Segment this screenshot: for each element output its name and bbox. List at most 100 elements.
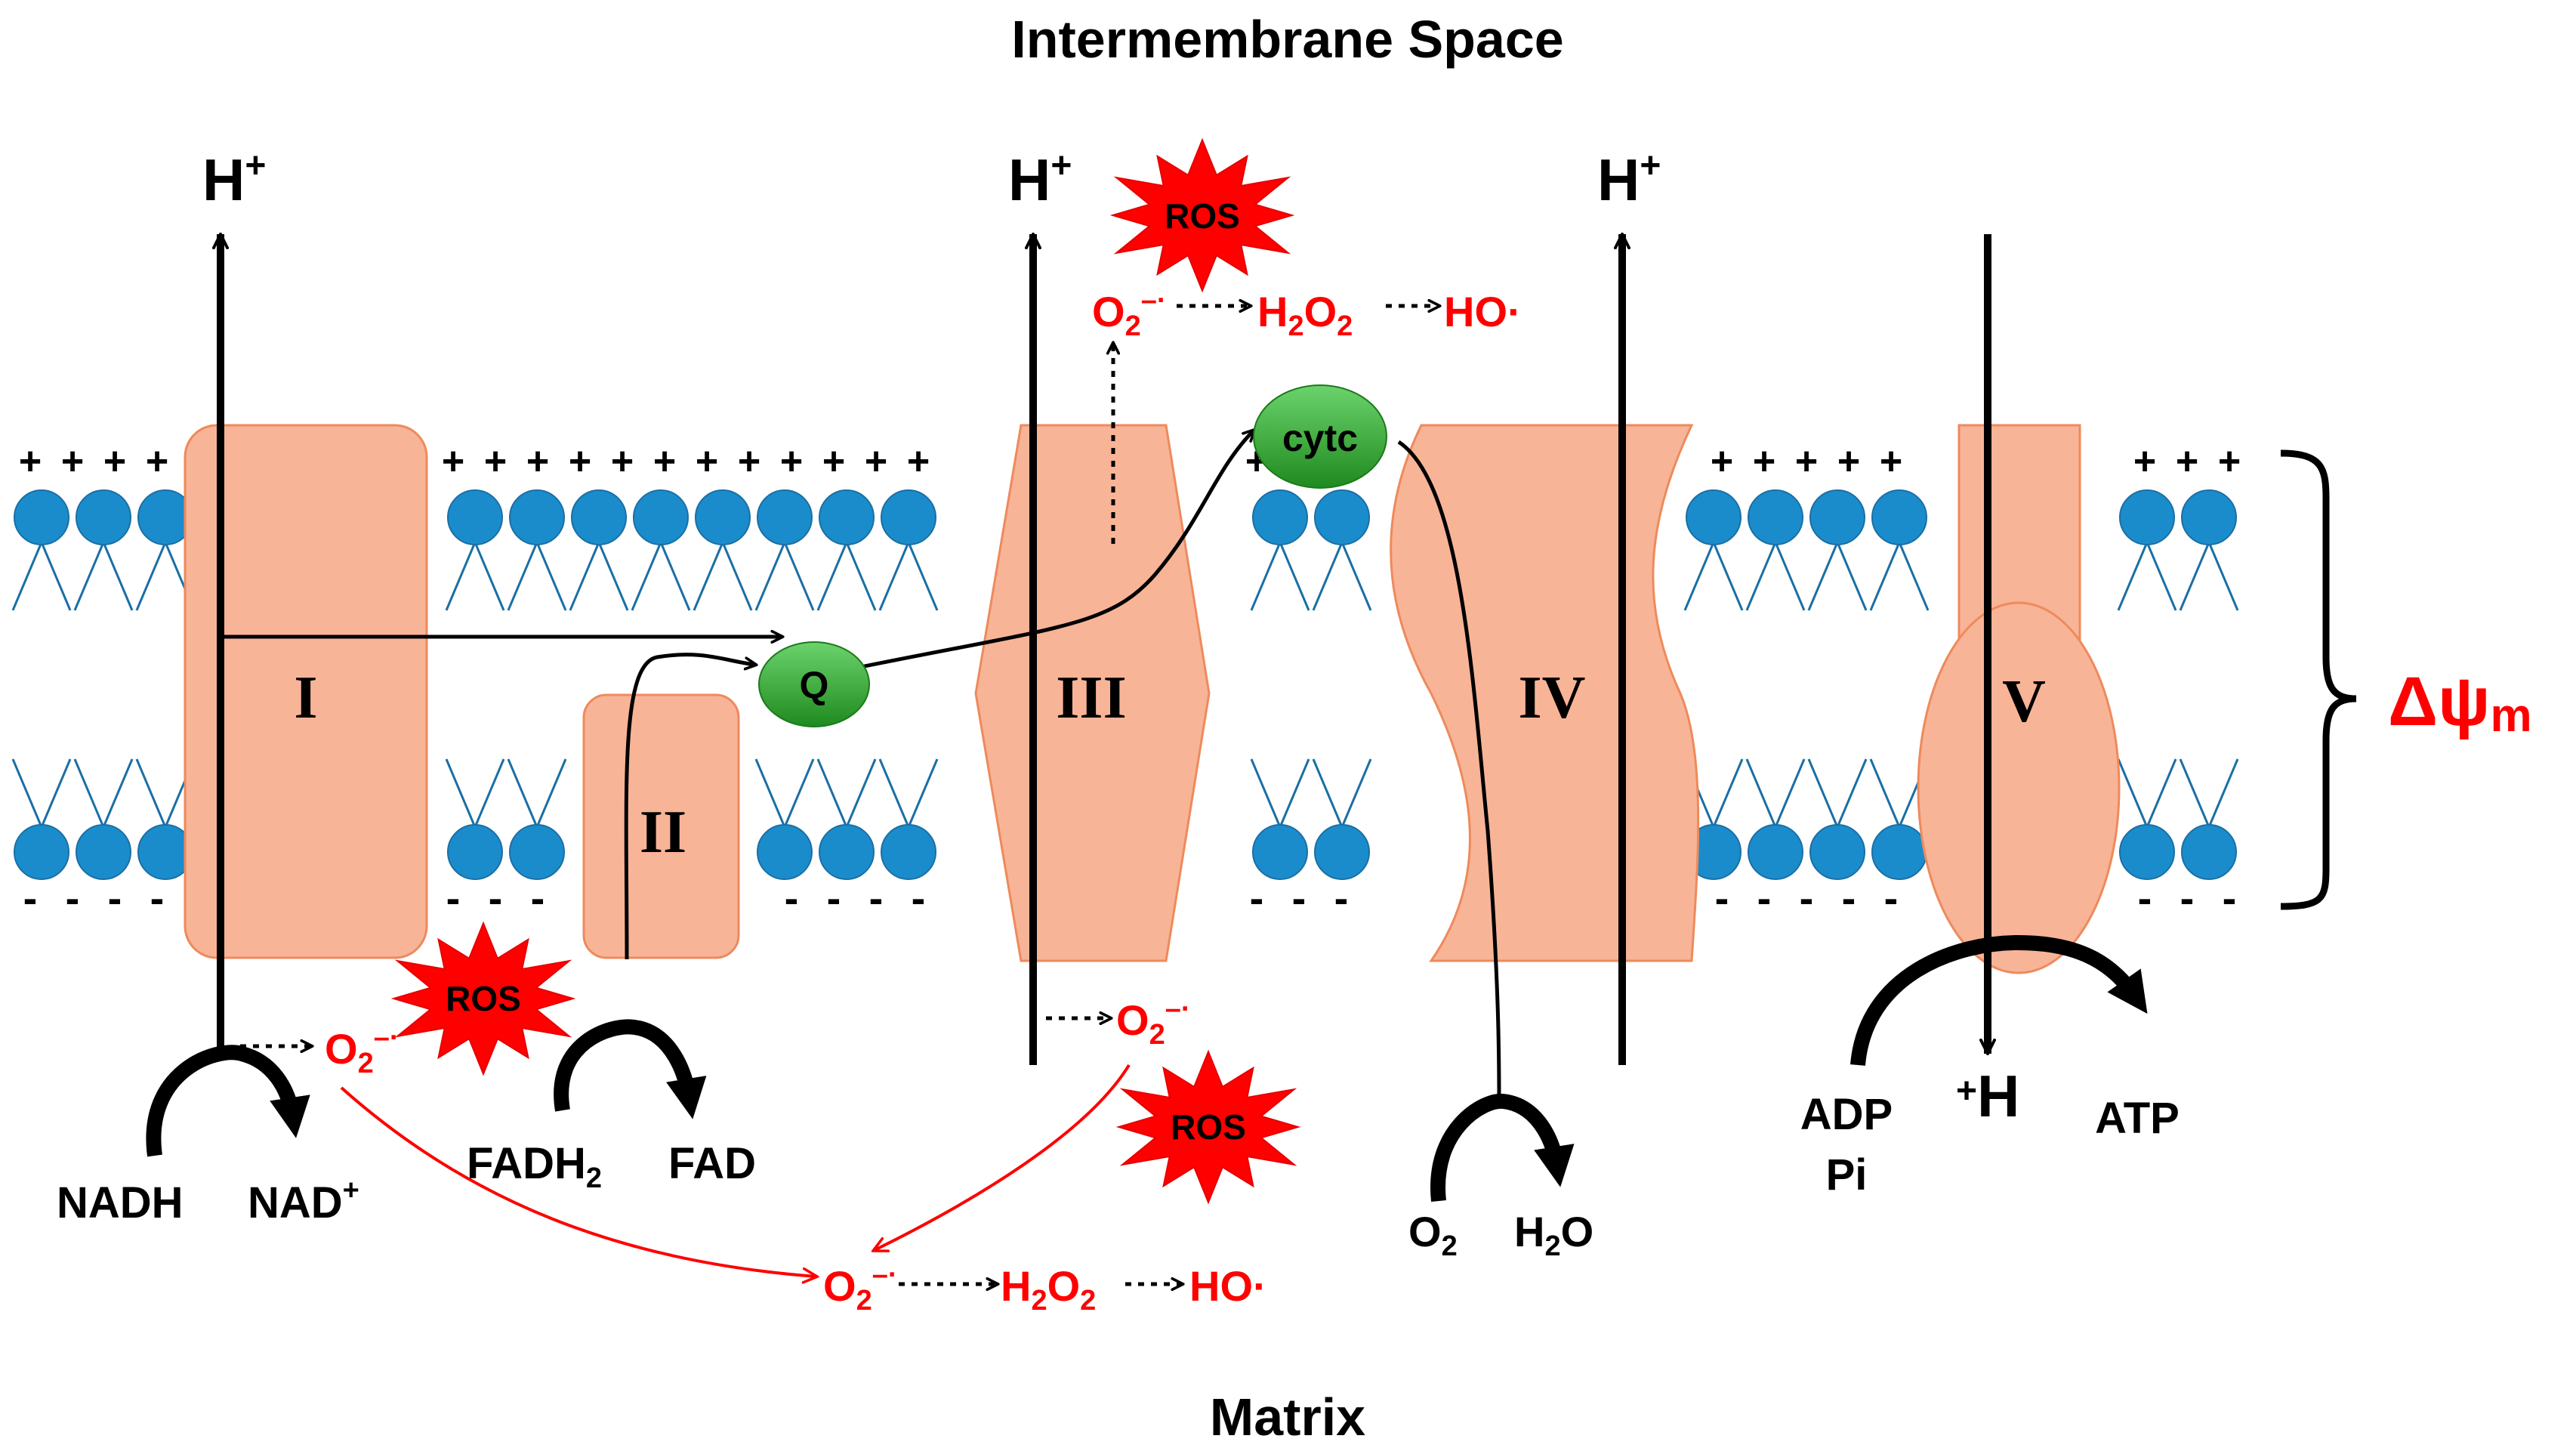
complex-iii-superoxide: O2–· <box>1116 993 1191 1051</box>
lipid-tail <box>721 542 753 611</box>
lipid-tail <box>73 542 105 611</box>
electron-arrow-ii-to-q <box>624 653 755 960</box>
lipid-tail <box>907 758 939 828</box>
h2o2-o: O <box>1304 288 1337 335</box>
proton-label-complex-i: H+ <box>202 146 266 213</box>
lipid-tail <box>2117 758 2149 828</box>
minus-sign: - <box>2223 874 2237 922</box>
lipid-head <box>2119 489 2175 545</box>
ros-label-complex-i: ROS <box>446 979 521 1018</box>
lipid-tail <box>816 542 848 611</box>
superoxide-base: O <box>1116 996 1149 1044</box>
nad-base: NAD <box>248 1178 343 1227</box>
minus-sign: - <box>489 874 503 922</box>
delta-psi: Δψ <box>2388 663 2490 740</box>
plus-sign: + <box>738 440 760 483</box>
complex-v-label: V <box>2002 668 2046 735</box>
lipid-tail <box>1869 542 1901 611</box>
lipid-tail <box>754 758 786 828</box>
superoxide-sub: 2 <box>358 1048 374 1079</box>
h2o-label: H2O <box>1514 1208 1593 1262</box>
plus-sign: + <box>696 440 718 483</box>
minus-sign: - <box>446 874 461 922</box>
lipid-tail <box>474 758 505 828</box>
lipid-tail <box>845 542 877 611</box>
cytc-label: cytc <box>1282 417 1358 459</box>
lipid-head <box>509 489 565 545</box>
minus-sign: - <box>108 874 122 922</box>
lipid-tail <box>597 542 629 611</box>
reaction-arrow-nadh <box>146 1045 310 1157</box>
lipid-tail <box>2146 758 2177 828</box>
superoxide-base: O <box>1092 288 1125 335</box>
plus-sign: + <box>103 440 126 483</box>
lipid-tail <box>1312 758 1344 828</box>
pi-label: Pi <box>1826 1150 1868 1199</box>
plus-sign: + <box>569 440 591 483</box>
lipid-tail <box>878 542 910 611</box>
minus-sign: - <box>1715 874 1729 922</box>
lipid-tail <box>783 542 815 611</box>
minus-sign: - <box>66 874 80 922</box>
complex-ii-label: II <box>640 799 686 866</box>
complex-i-superoxide: O2–· <box>325 1022 400 1079</box>
plus-sign: + <box>780 440 803 483</box>
lipid-tail <box>659 542 691 611</box>
h2o2-sub1: 2 <box>1031 1285 1047 1317</box>
plus-sign: + <box>1837 440 1860 483</box>
o2-base: O <box>1408 1208 1442 1255</box>
lipid-tail <box>445 758 477 828</box>
o2-sub: 2 <box>1442 1230 1458 1262</box>
minus-sign: - <box>912 874 926 922</box>
complex-iv-label: IV <box>1519 665 1586 731</box>
h2o2-sub2: 2 <box>1337 310 1353 342</box>
ros-burst-upper <box>1109 137 1295 293</box>
lower-hydrogen-peroxide: H2O2 <box>1001 1262 1096 1317</box>
nad-charge: + <box>343 1175 359 1206</box>
plus-sign: + <box>442 440 464 483</box>
lipid-tail <box>102 542 134 611</box>
electron-arrow-cytc-to-iv <box>1397 440 1501 1100</box>
reaction-arrow-o2 <box>1430 1093 1575 1203</box>
lipid-head <box>695 489 751 545</box>
minus-sign: - <box>785 874 799 922</box>
plus-sign: + <box>19 440 42 483</box>
lipid-tail <box>1683 542 1715 611</box>
lipid-head <box>1748 824 1803 880</box>
lipid-tail <box>1250 542 1282 611</box>
lipid-tail <box>1807 542 1839 611</box>
membrane-potential-bracket <box>2280 449 2357 910</box>
title-matrix: Matrix <box>1210 1388 1365 1446</box>
lipid-head <box>881 489 936 545</box>
lipid-head <box>1748 489 1803 545</box>
proton-letter: H <box>202 147 245 213</box>
lipid-tail <box>845 758 877 828</box>
red-arrow-iii-to-cascade <box>875 1064 1131 1250</box>
minus-sign: - <box>23 874 38 922</box>
lipid-head <box>757 489 813 545</box>
atp-label: ATP <box>2095 1094 2180 1143</box>
lipid-tail <box>1898 542 1930 611</box>
lipid-head <box>571 489 627 545</box>
proton-label-complex-iv: H+ <box>1597 146 1661 213</box>
lipid-tail <box>2117 542 2149 611</box>
lipid-tail <box>1836 758 1868 828</box>
lipid-tail <box>1340 542 1372 611</box>
plus-sign: + <box>61 440 84 483</box>
lipid-head <box>1871 489 1927 545</box>
reaction-arrow-fadh2 <box>554 1019 707 1119</box>
lipid-tail <box>11 758 43 828</box>
minus-sign: - <box>2138 874 2152 922</box>
lipid-tail <box>507 758 538 828</box>
upper-hydroxyl-radical: HO· <box>1444 288 1522 335</box>
lipid-tail <box>1279 542 1310 611</box>
negative-charge-row: ---------------------- <box>23 874 2237 922</box>
lipid-head <box>14 824 69 880</box>
lipid-head <box>819 489 875 545</box>
ros-burst-matrix <box>1115 1049 1301 1205</box>
complex-i-label: I <box>294 665 317 731</box>
plus-sign: + <box>1795 440 1818 483</box>
lipid-tail <box>2179 758 2210 828</box>
superoxide-charge: –· <box>872 1259 898 1291</box>
lipid-head <box>2181 489 2237 545</box>
